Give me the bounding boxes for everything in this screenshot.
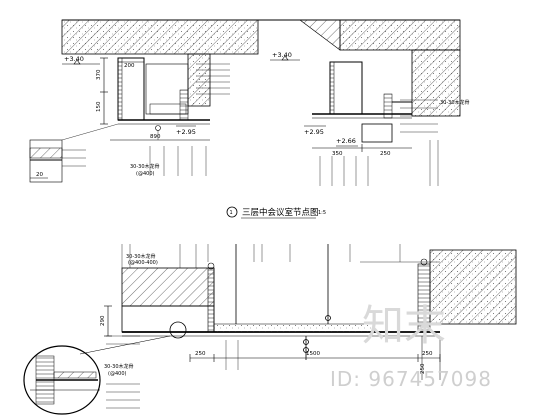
dim-250-right-label: 250 <box>380 151 391 157</box>
bottom-dim-chain: 250 1500 250 250 <box>189 336 441 380</box>
bottom-top-annotations <box>121 244 440 268</box>
spec-text-right: 30-30木龙骨 <box>440 99 470 106</box>
bottom-spec-2: (@400-400) <box>128 260 158 266</box>
title-circle <box>226 206 238 218</box>
bottom-section: 30-30木龙骨 (@400-400) 290 250 1500 250 250 <box>23 244 517 415</box>
right-slab <box>299 19 461 117</box>
title-number: 1 <box>230 210 233 216</box>
detail-dim-20: 20 <box>36 172 43 178</box>
right-frame <box>312 61 412 143</box>
dim-350-label: 350 <box>332 151 343 157</box>
detail-callout-left: 20 <box>29 123 119 183</box>
spec-text-1: 30-30木龙骨 <box>130 163 160 170</box>
dim-890-label: 890 <box>150 134 161 140</box>
dim-370-label: 370 <box>96 69 102 80</box>
left-dims: 370 150 <box>96 57 108 125</box>
level-mid-left-label: +2.95 <box>176 128 196 136</box>
bottom-left-block <box>121 262 215 333</box>
hanger-rods <box>235 244 331 360</box>
level-right-2-label: +2.66 <box>336 137 356 145</box>
dim-250-right-bottom-label: 250 <box>422 351 433 357</box>
title-text: 三层中会议室节点图 <box>242 207 319 218</box>
bottom-lower-annotations <box>106 335 239 409</box>
drop-box <box>117 57 210 125</box>
top-left-annotations <box>149 63 230 176</box>
level-markers-right: +2.95 +2.66 <box>304 125 358 147</box>
watermark-logo: 知末 <box>362 301 446 350</box>
level-marker-mid-left: +2.95 <box>176 125 196 136</box>
dim-150-label: 150 <box>96 101 102 112</box>
watermark: 知末 ID: 967457098 <box>330 301 492 391</box>
ceiling-line <box>122 323 440 337</box>
bottom-spec-1: 30-30木龙骨 <box>126 253 156 260</box>
level-marker-top-right: +3.40 <box>270 51 300 61</box>
bottom-right-column <box>417 249 517 333</box>
level-marker-top-left: +3.40 <box>62 55 100 65</box>
bottom-dim-890: 890 <box>110 125 210 141</box>
dim-200-label: 200 <box>124 63 135 69</box>
concrete-slab <box>61 19 259 107</box>
top-right-annotations <box>319 99 439 186</box>
spec-text-2: (@400) <box>136 171 154 177</box>
dim-1500-label: 1500 <box>306 351 320 357</box>
level-top-left-label: +3.40 <box>64 55 84 63</box>
top-right-section: +3.40 +2.95 +2.66 350 250 <box>258 19 470 186</box>
bottom-left-dim: 290 <box>100 305 112 337</box>
level-right-1-label: +2.95 <box>304 128 324 136</box>
right-dims: 350 250 <box>312 144 412 157</box>
top-dim: 200 <box>118 61 144 69</box>
detail-spec-1: 30-30木龙骨 <box>104 363 134 370</box>
title-scale: 1:5 <box>318 210 326 216</box>
dim-290-label: 290 <box>100 315 106 326</box>
top-left-section: 370 150 200 +3.40 +2.95 <box>29 19 259 183</box>
dim-250-mid-label: 250 <box>195 351 206 357</box>
dim-250-vert-label: 250 <box>420 363 426 374</box>
detail-spec-2: (@400) <box>108 371 126 377</box>
watermark-id: ID: 967457098 <box>330 367 492 391</box>
drawing-title: 1 三层中会议室节点图 1:5 <box>226 206 326 219</box>
level-top-right-label: +3.40 <box>272 51 292 59</box>
detail-magnifier <box>23 321 187 415</box>
